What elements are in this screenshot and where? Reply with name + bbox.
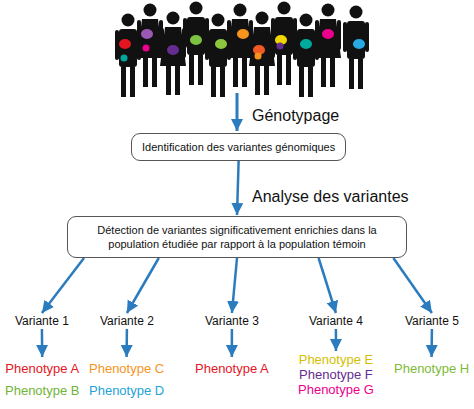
flow-arrow [42,258,84,313]
person-figure [249,12,275,96]
flow-arrow [393,258,432,313]
phenotype-list: Phenotype CPhenotype D [89,358,164,402]
person-figure [115,14,141,98]
node-text: Variante 4 [309,314,363,329]
phenotype-text: Phenotype H [394,358,469,380]
person-figure [271,2,297,86]
node-text: Variante 1 [15,314,69,329]
genotyping-arrow [236,93,239,131]
step-label: Génotypage [250,106,341,125]
phenotype-text: Phenotype B [5,380,79,402]
node-text: Variante 5 [405,314,459,329]
flow-arrow [127,258,159,313]
flow-arrow [232,258,237,313]
flow-arrow [231,329,234,357]
variant-label: Variante 5 [405,314,459,329]
phenotype-list: Phenotype H [394,358,469,380]
flow-arrow [319,258,336,313]
person-figure [205,14,231,98]
node-text: Variante 2 [100,314,154,329]
phenotype-list: Phenotype APhenotype B [5,358,79,402]
phenotype-text: Phenotype A [5,358,79,380]
person-figure [315,4,341,88]
variant-label: Variante 1 [15,314,69,329]
node-text: Détection de variantes significativement… [78,223,396,251]
phenotype-text: Phenotype A [195,358,269,380]
process-box: Détection de variantes significativement… [67,216,407,258]
person-figure [183,2,209,86]
person-figure [137,4,163,88]
phenotype-text: Phenotype E [298,352,374,367]
phenotype-list: Phenotype EPhenotype FPhenotype G [298,352,374,397]
person-figure [160,12,186,96]
person-figure [293,14,319,98]
variant-label: Variante 4 [309,314,363,329]
node-text: Variante 3 [205,314,259,329]
flow-arrow [41,329,44,357]
flow-arrow [237,161,239,215]
phenotype-text: Phenotype C [89,358,164,380]
phenotype-text: Phenotype G [298,382,374,397]
flow-arrow [125,329,128,357]
edge-label: Analyse des variantes [250,187,411,206]
phenotype-list: Phenotype A [195,358,269,380]
person-figure [343,6,369,90]
people-group [115,2,369,98]
variant-label: Variante 3 [205,314,259,329]
phenotype-text: Phenotype F [298,367,374,382]
flow-arrow [335,329,338,351]
process-box: Identification des variantes génomiques [131,133,346,161]
phenotype-text: Phenotype D [89,380,164,402]
variant-label: Variante 2 [100,314,154,329]
node-text: Identification des variantes génomiques [142,140,335,154]
flow-arrow [430,329,433,357]
person-figure [227,4,253,88]
